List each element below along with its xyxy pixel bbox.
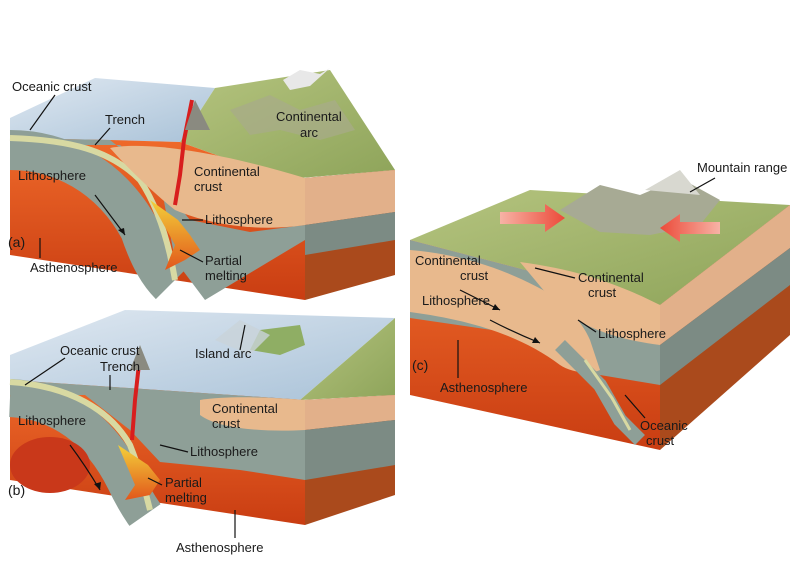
panel-a-volcanic-cloud (283, 68, 330, 90)
panel-b-label-partial-melting-2: melting (165, 490, 207, 505)
panel-a-subducting-slab (9, 130, 185, 300)
panel-a-label-partial-melting-2: melting (205, 268, 247, 283)
panel-c-label-mountain-range: Mountain range (697, 160, 787, 175)
panel-b-label-lithosphere-right: Lithosphere (190, 444, 258, 459)
panel-b-label-continental-crust-1: Continental (212, 401, 278, 416)
panel-a-lithosphere (10, 138, 305, 300)
panel-a-label-partial-melting-1: Partial (205, 253, 242, 268)
panel-a-label-asthenosphere: Asthenosphere (30, 260, 117, 275)
panel-a-partial-melting (150, 200, 200, 270)
panel-c-label-continental-crust-right-2: crust (588, 285, 617, 300)
panel-b-label-asthenosphere: Asthenosphere (176, 540, 263, 555)
panel-a-continental-crust (110, 145, 305, 228)
panel-a-label-trench: Trench (105, 112, 145, 127)
panel-c-compression-arrow-right (660, 214, 720, 242)
panel-a-tag: (a) (8, 234, 25, 250)
panel-b-label-trench: Trench (100, 359, 140, 374)
panel-b-partial-melting (118, 445, 160, 500)
panel-c-peak (645, 170, 700, 195)
panel-a-label-continental-arc-2: arc (300, 125, 319, 140)
panel-c-label-continental-crust-left-2: crust (460, 268, 489, 283)
panel-b-label-lithosphere-left: Lithosphere (18, 413, 86, 428)
panel-b-land-surface (300, 318, 395, 400)
panel-a-volcano (185, 100, 210, 130)
panel-c-label-oceanic-crust-2: crust (646, 433, 675, 448)
panel-c-block (410, 170, 790, 450)
panel-a-label-oceanic-crust: Oceanic crust (12, 79, 92, 94)
panel-c-tag: (c) (412, 357, 428, 373)
panel-b-label-island-arc: Island arc (195, 346, 252, 361)
panel-c-label-oceanic-crust-1: Oceanic (640, 418, 688, 433)
panel-a-arc-mountains (230, 95, 355, 140)
panel-c-oceanic-crust-band (583, 359, 632, 431)
panel-a-block (9, 68, 395, 300)
panel-b-label-partial-melting-1: Partial (165, 475, 202, 490)
panel-a-label-lithosphere-left: Lithosphere (18, 168, 86, 183)
panel-a-label-continental-crust-2: crust (194, 179, 223, 194)
panel-b-volcano (130, 345, 150, 370)
panel-a-oceanic-crust-band (9, 135, 178, 281)
panel-c-label-lithosphere-right: Lithosphere (598, 326, 666, 341)
panel-c-label-asthenosphere: Asthenosphere (440, 380, 527, 395)
panel-b-asthenosphere-dark (10, 437, 90, 493)
panel-b-block (8, 310, 395, 526)
panel-b-continental-crust (200, 397, 305, 431)
panel-b-label-oceanic-crust: Oceanic crust (60, 343, 140, 358)
panel-c-label-continental-crust-left-1: Continental (415, 253, 481, 268)
panel-b-label-continental-crust-2: crust (212, 416, 241, 431)
panel-c-label-continental-crust-right-1: Continental (578, 270, 644, 285)
panel-a-label-continental-crust-1: Continental (194, 164, 260, 179)
panel-a-label-continental-arc-1: Continental (276, 109, 342, 124)
panel-a-magma-conduit (173, 99, 194, 206)
panel-b-subducting-slab (8, 379, 161, 526)
panel-c-continental-crust-right (520, 262, 660, 345)
panel-c-compression-arrow-left (500, 204, 565, 232)
panel-b-tag: (b) (8, 482, 25, 498)
panel-a-label-lithosphere-right: Lithosphere (205, 212, 273, 227)
panel-c-continental-crust-left (410, 250, 600, 373)
panel-a-ocean-surface (10, 78, 215, 142)
